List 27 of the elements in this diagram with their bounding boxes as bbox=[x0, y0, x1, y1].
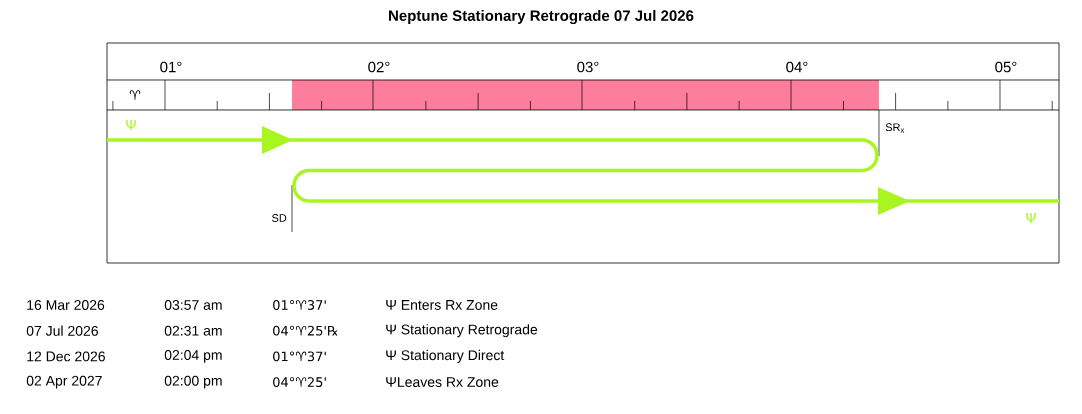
table-cell: 01°♈37' bbox=[273, 351, 326, 362]
table-cell: 07 Jul 2026 bbox=[26, 325, 98, 336]
table-cell: Ψ Stationary Retrograde bbox=[386, 324, 538, 338]
degree-label: 03° bbox=[577, 61, 599, 73]
title: Neptune Stationary Retrograde 07 Jul 2026 bbox=[389, 9, 694, 25]
table-cell: 02:31 am bbox=[164, 325, 222, 336]
table-cell: 16 Mar 2026 bbox=[27, 300, 105, 310]
table-cell: 01°♈37' bbox=[273, 300, 326, 310]
table-cell: 04°♈25'℞ bbox=[273, 325, 338, 336]
sign-glyph: ♈ bbox=[129, 90, 141, 100]
degree-label: 02° bbox=[368, 61, 390, 73]
degree-label: 01° bbox=[160, 61, 182, 73]
table-cell: 04°♈25' bbox=[273, 377, 326, 387]
table-cell: ΨLeaves Rx Zone bbox=[386, 377, 499, 387]
table-cell: Ψ Enters Rx Zone bbox=[386, 300, 498, 310]
table-cell: Ψ Stationary Direct bbox=[386, 349, 505, 363]
table-cell: 02:00 pm bbox=[164, 375, 222, 389]
planet-glyph: Ψ bbox=[126, 119, 136, 131]
station-label: SD bbox=[272, 214, 287, 222]
degree-label: 04° bbox=[786, 61, 808, 73]
table-cell: 02:04 pm bbox=[164, 350, 222, 363]
table-cell: 02 Apr 2027 bbox=[26, 375, 102, 389]
table-cell: 12 Dec 2026 bbox=[27, 351, 105, 362]
station-label: SR$_{x}$ bbox=[885, 123, 905, 133]
planet-glyph: Ψ bbox=[1026, 212, 1036, 224]
table-cell: 03:57 am bbox=[164, 300, 222, 310]
degree-label: 05° bbox=[995, 61, 1017, 73]
